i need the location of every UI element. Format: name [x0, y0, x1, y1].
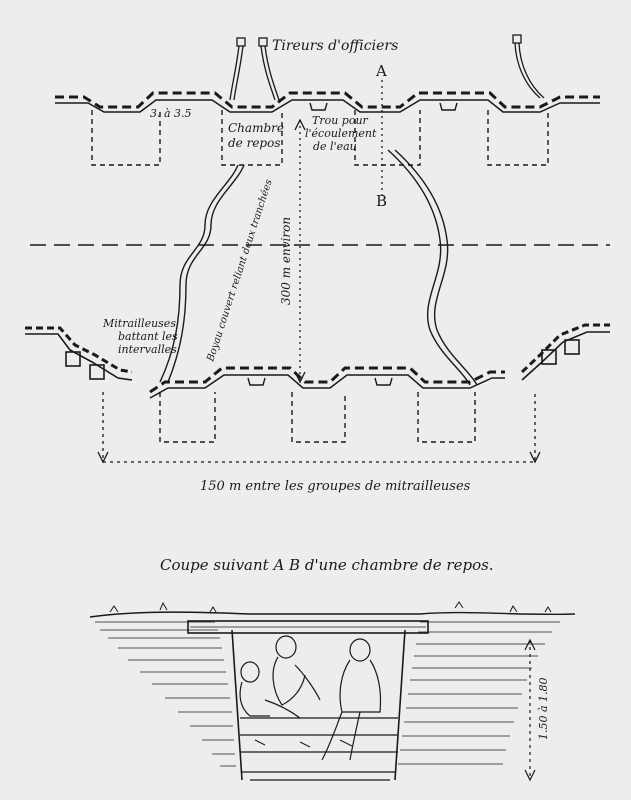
machine-gun-right: [520, 323, 610, 381]
label-mitrailleuses-line1: Mitrailleuses: [102, 317, 176, 330]
upper-trench-line: [55, 91, 600, 113]
spacing-150-dimension: [97, 392, 541, 464]
lower-trench-line: [149, 366, 505, 399]
upper-rest-chambers: [91, 110, 549, 166]
height-dimension: [524, 638, 536, 782]
machine-gun-left: [25, 326, 133, 381]
resting-soldiers: [239, 635, 382, 761]
label-spacing-3m: 3. à 3.5: [150, 107, 192, 120]
label-mitrailleuses-line2: battant les: [118, 330, 178, 343]
communication-trenches: [159, 149, 478, 386]
label-trou-line2: l'écoulement: [305, 127, 377, 140]
earth-hatching-left: [95, 621, 236, 767]
label-chambre-line1: Chambre: [228, 121, 284, 135]
label-height: 1.50 à 1.80: [537, 677, 550, 740]
roof-beam: [187, 620, 429, 634]
label-chambre-line2: de repos: [228, 136, 281, 150]
officer-sniper-posts: [229, 34, 545, 101]
lower-drain-holes: [247, 377, 393, 386]
section-title: Coupe suivant A B d'une chambre de repos…: [160, 556, 494, 574]
label-trou-line3: de l'eau: [313, 140, 357, 153]
earth-hatching-right: [398, 621, 560, 765]
label-spacing-150: 150 m entre les groupes de mitrailleuses: [200, 479, 471, 494]
label-tireurs: Tireurs d'officiers: [272, 38, 398, 54]
label-point-a: A: [375, 62, 387, 80]
distance-arrow: [294, 118, 306, 384]
label-trou-line1: Trou pour: [312, 114, 369, 127]
lower-rest-chambers: [159, 392, 476, 443]
cross-section: [89, 601, 576, 782]
upper-drain-holes: [309, 102, 458, 111]
label-point-b: B: [376, 192, 387, 210]
label-mitrailleuses-line3: intervalles: [118, 343, 177, 356]
label-distance: 300 m environ: [279, 217, 293, 305]
